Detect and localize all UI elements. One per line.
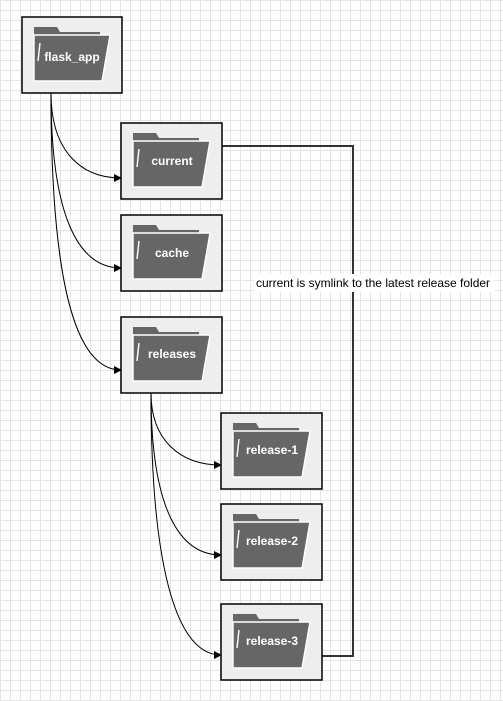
symlink-annotation: current is symlink to the latest release…	[256, 276, 490, 290]
folder-icon	[132, 327, 211, 382]
edge-flask-app-to-current	[50, 92, 122, 182]
edge-releases-to-release-2	[150, 392, 222, 559]
annotation-background	[254, 274, 494, 292]
folder-node-release-1[interactable]: release-1	[220, 412, 323, 490]
edge-flask-app-to-cache	[50, 92, 122, 272]
node-label-release-2: release-2	[246, 534, 298, 548]
edge-releases-to-release-3	[150, 392, 222, 659]
node-label-release-1: release-1	[246, 443, 298, 457]
folder-node-cache[interactable]: cache	[120, 214, 223, 292]
folder-icon	[232, 423, 311, 478]
folder-node-release-2[interactable]: release-2	[220, 503, 323, 581]
node-label-cache: cache	[155, 246, 189, 260]
edge-flask-app-to-releases	[50, 92, 122, 374]
node-label-current: current	[151, 154, 192, 168]
folder-icon	[33, 27, 111, 82]
folder-node-release-3[interactable]: release-3	[220, 603, 323, 681]
node-label-release-3: release-3	[246, 634, 298, 648]
symlink-connector	[222, 145, 354, 657]
folder-node-flask-app[interactable]: flask_app	[21, 16, 123, 94]
folder-node-current[interactable]: current	[120, 122, 223, 200]
node-label-flask-app: flask_app	[44, 50, 99, 64]
folder-icon	[232, 614, 311, 669]
edge-releases-to-release-1	[150, 392, 222, 469]
folder-node-releases[interactable]: releases	[120, 316, 223, 394]
folder-icon	[132, 225, 211, 280]
node-label-releases: releases	[148, 347, 196, 361]
folder-icon	[232, 514, 311, 569]
folder-icon	[132, 133, 211, 188]
